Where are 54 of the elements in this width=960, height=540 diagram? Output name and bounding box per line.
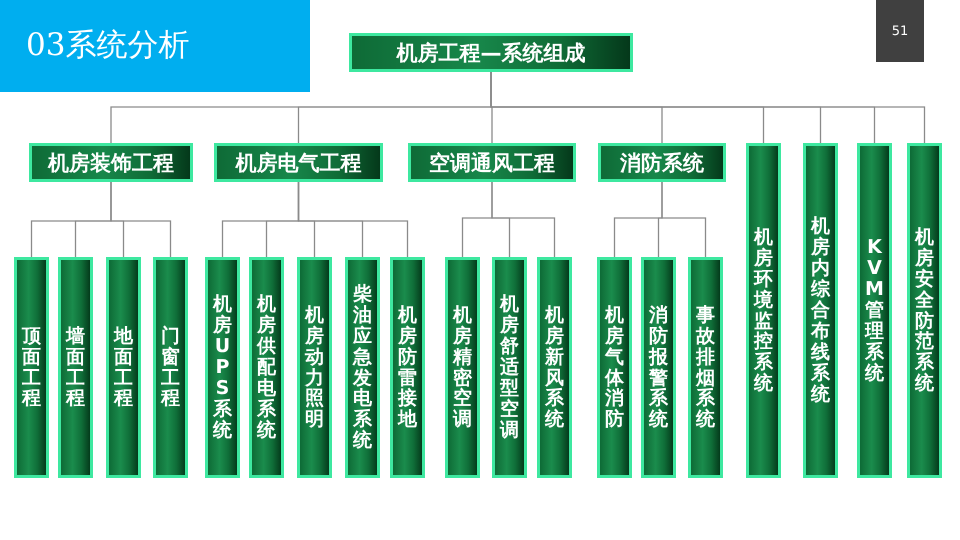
item-box bbox=[58, 257, 93, 478]
box-label: 门窗工程 bbox=[161, 326, 180, 410]
box-label: 机房气体消防 bbox=[605, 304, 624, 430]
category-box bbox=[214, 143, 383, 182]
box-label: 机房舒适型空调 bbox=[500, 294, 519, 441]
box-label: 空调通风工程 bbox=[429, 150, 555, 176]
item-box bbox=[537, 257, 572, 478]
category-box bbox=[29, 143, 193, 182]
box-label: 顶面工程 bbox=[22, 326, 41, 410]
item-box bbox=[106, 257, 141, 478]
box-label: 柴油应急发电系统 bbox=[353, 284, 372, 452]
box-label: 机房精密空调 bbox=[453, 304, 472, 430]
item-box bbox=[345, 257, 380, 478]
box-label: 机房电气工程 bbox=[236, 150, 362, 176]
box-label: KVM管理系统 bbox=[865, 237, 884, 384]
item-box bbox=[641, 257, 676, 478]
box-label: 机房防雷接地 bbox=[398, 304, 417, 430]
box-label: 机房装饰工程 bbox=[48, 150, 174, 176]
item-box bbox=[14, 257, 49, 478]
box-label: 机房内综合布线系统 bbox=[811, 216, 830, 404]
box-label: 机房新风系统 bbox=[545, 304, 564, 430]
connector-line bbox=[110, 182, 172, 257]
box-label: 机房动力照明 bbox=[305, 304, 324, 430]
connector-line bbox=[298, 182, 408, 257]
box-label: 地面工程 bbox=[114, 326, 133, 410]
item-box bbox=[297, 257, 332, 478]
item-box bbox=[390, 257, 425, 478]
connector-line bbox=[661, 182, 706, 257]
item-box bbox=[445, 257, 480, 478]
item-box bbox=[803, 143, 838, 478]
box-label: 机房工程—系统组成 bbox=[396, 40, 586, 66]
item-box bbox=[205, 257, 240, 478]
item-box bbox=[249, 257, 284, 478]
item-box bbox=[688, 257, 723, 478]
box-label: 机房安全防范系统 bbox=[915, 226, 934, 394]
category-box bbox=[598, 143, 726, 182]
slide-title: 03系统分析 bbox=[26, 26, 190, 65]
box-label: 消防系统 bbox=[620, 150, 704, 176]
category-box bbox=[349, 33, 633, 72]
box-label: 消防报警系统 bbox=[649, 304, 668, 430]
box-label: 机房环境监控系统 bbox=[754, 226, 773, 394]
item-box bbox=[492, 257, 527, 478]
item-box bbox=[857, 143, 892, 478]
item-box bbox=[907, 143, 942, 478]
item-box bbox=[153, 257, 188, 478]
item-box bbox=[597, 257, 632, 478]
box-label: 机房供配电系统 bbox=[257, 294, 276, 441]
box-label: 墙面工程 bbox=[66, 326, 85, 410]
connector-line bbox=[491, 182, 556, 257]
item-box bbox=[746, 143, 781, 478]
category-box bbox=[408, 143, 576, 182]
page-number: 51 bbox=[876, 0, 924, 62]
box-label: 机房UPS系统 bbox=[213, 294, 232, 441]
box-label: 事故排烟系统 bbox=[696, 304, 715, 430]
